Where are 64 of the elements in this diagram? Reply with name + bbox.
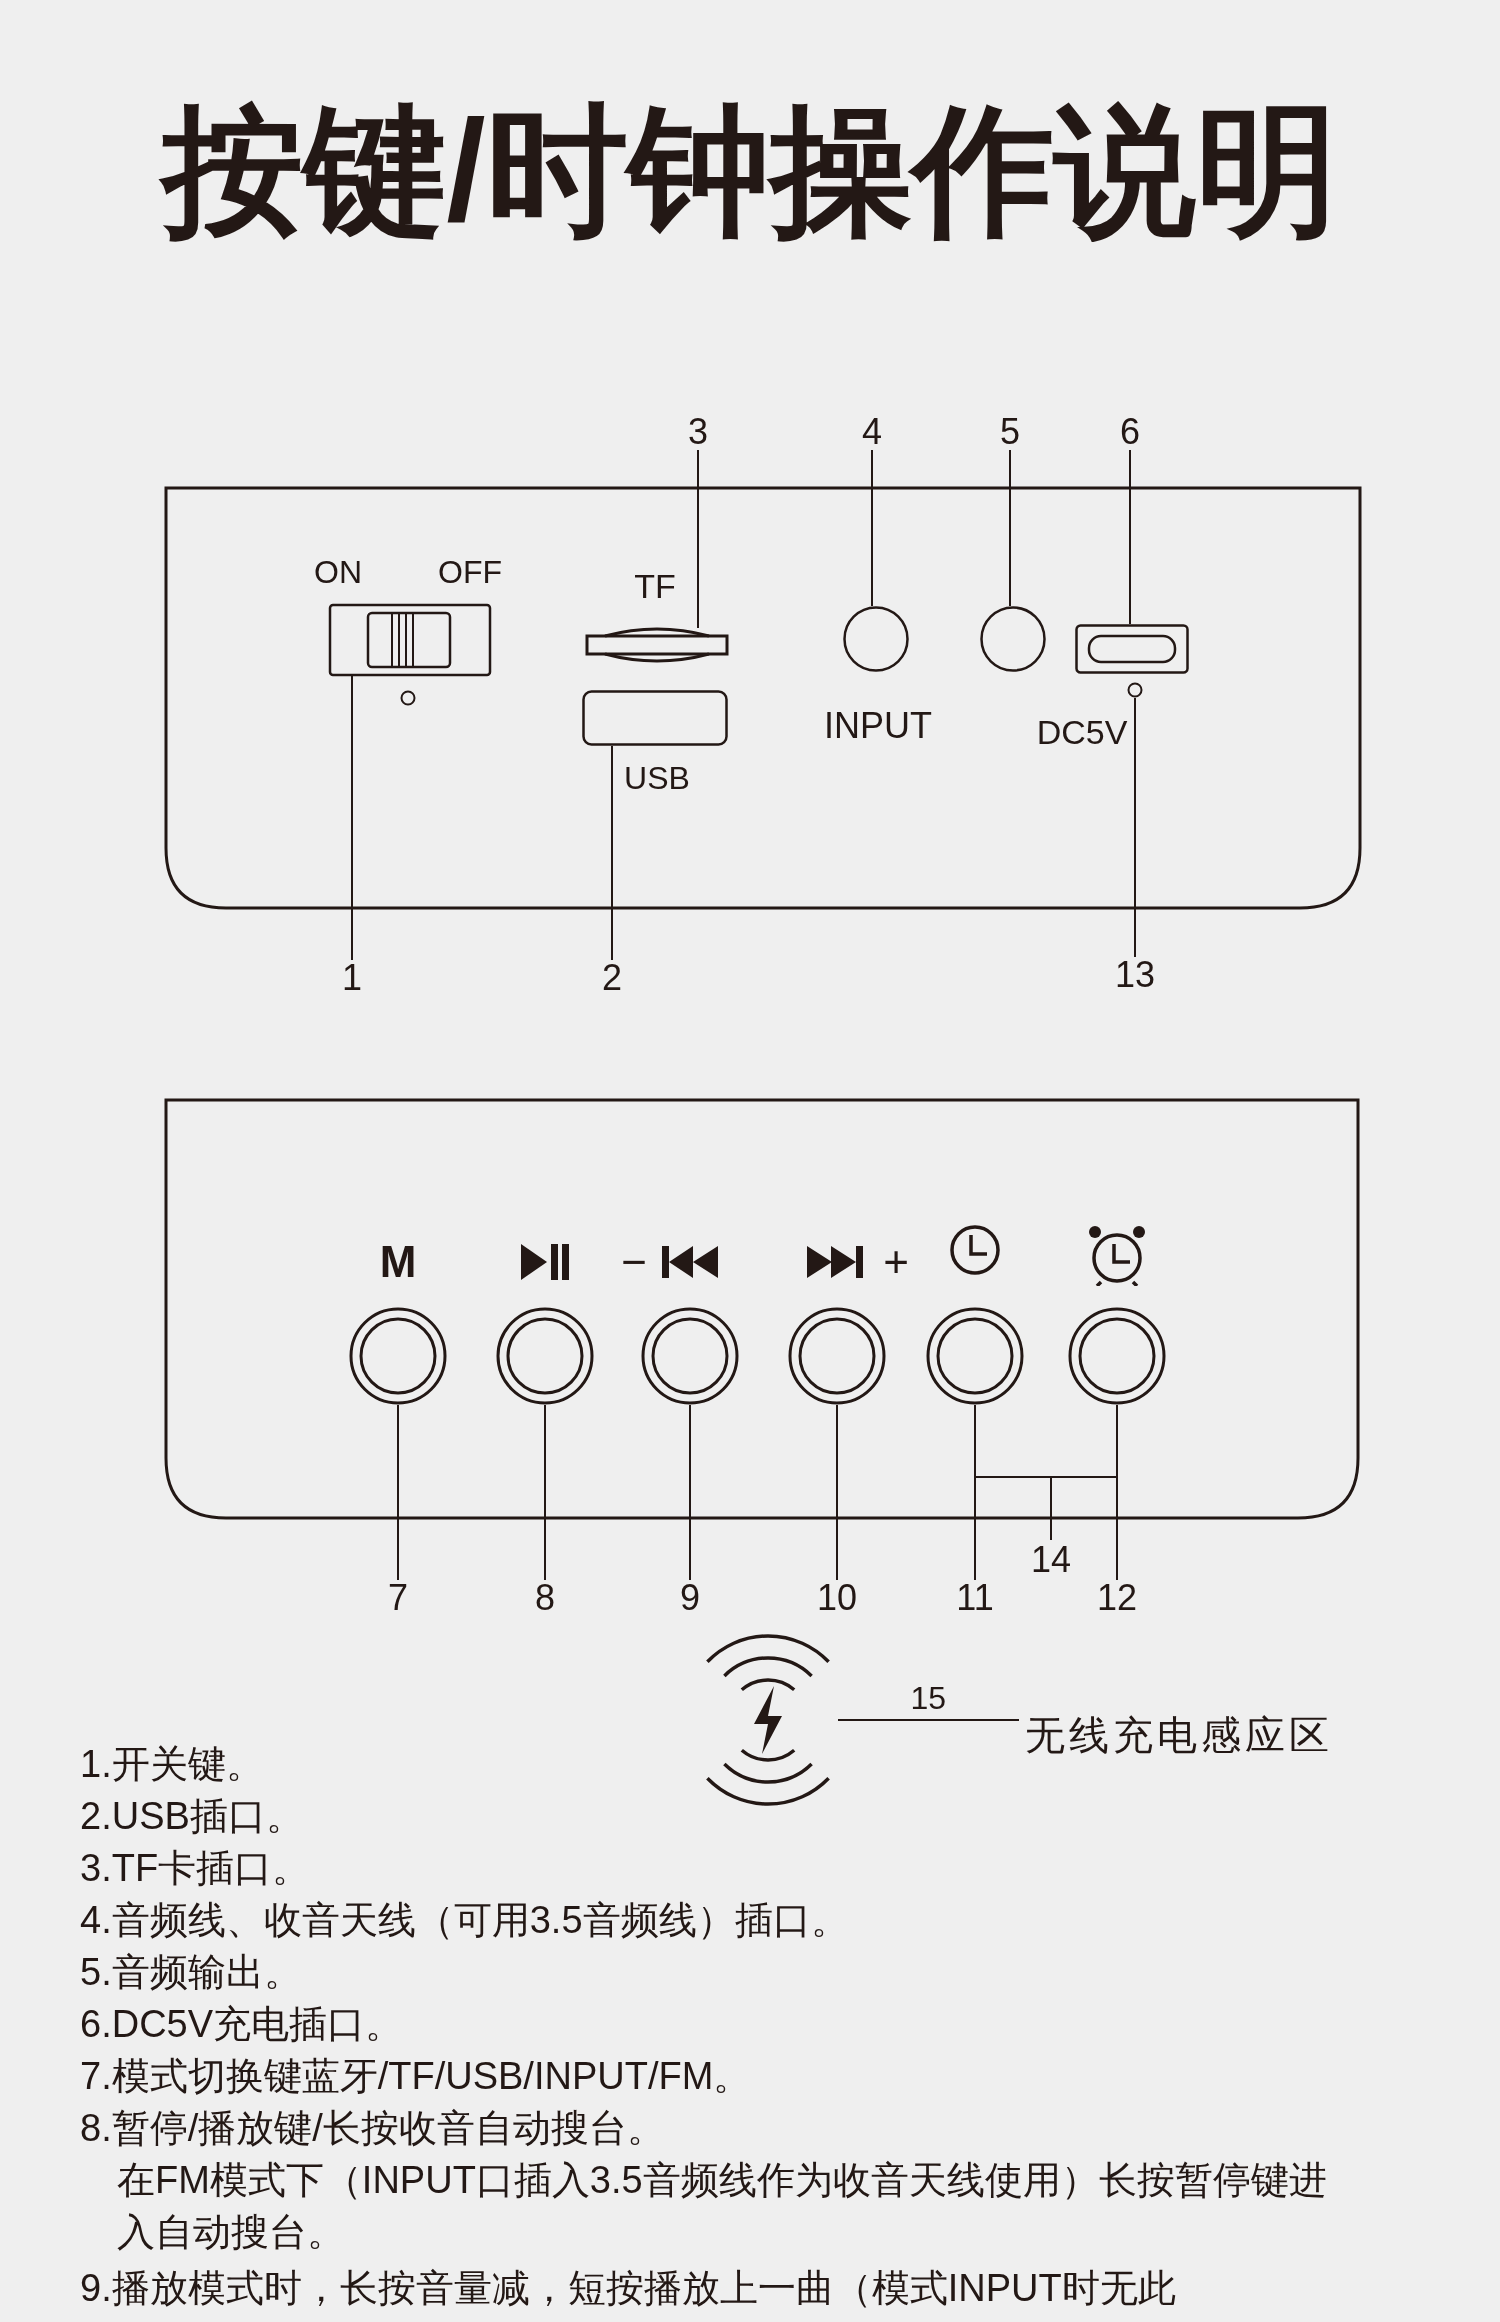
callout-number: 3 (678, 412, 718, 452)
switch-label: OFF (438, 556, 502, 588)
usb-port (582, 690, 728, 746)
switch-label: ON (314, 556, 362, 588)
leader-line (1134, 697, 1136, 958)
instruction-text: 5.音频输出。 (80, 1950, 302, 1995)
leader-line (1050, 1404, 1118, 1541)
device-panel (166, 488, 1360, 908)
title: 按键/时钟操作说明 (0, 100, 1500, 242)
leader-line (544, 1404, 546, 1581)
instruction-text: 8.暂停/播放键/长按收音自动搜台。 (80, 2106, 665, 2151)
card-slot (585, 628, 729, 662)
button-label: M (379, 1240, 417, 1284)
round-button (926, 1307, 1024, 1405)
callout-number: 14 (1026, 1540, 1076, 1580)
round-button (496, 1307, 594, 1405)
leader-line (351, 674, 353, 961)
callout-number: 7 (378, 1578, 418, 1618)
round-button (788, 1307, 886, 1405)
slide-switch (330, 605, 490, 675)
slot-label: TF (634, 569, 676, 603)
callout-number: 1 (332, 958, 372, 998)
minus-sign: − (621, 1240, 647, 1284)
port-label: DC5V (1036, 715, 1128, 749)
callout-number: 4 (852, 412, 892, 452)
callout-number: 12 (1087, 1578, 1147, 1618)
round-button (1068, 1307, 1166, 1405)
zone-label: 无线充电感应区 (1025, 1712, 1365, 1758)
port-label: INPUT (824, 708, 932, 744)
instruction-text: 9.播放模式时，长按音量减，短按播放上一曲（模式INPUT时无此 (80, 2266, 1176, 2311)
leader-line (697, 449, 699, 629)
leader-line (837, 1719, 1020, 1721)
instruction-text: 1.开关键。 (80, 1742, 264, 1787)
leader-line (397, 1404, 399, 1581)
callout-number: 5 (990, 412, 1030, 452)
callout-number: 11 (945, 1578, 1005, 1618)
audio-jack (980, 606, 1046, 672)
round-button (349, 1307, 447, 1405)
leader-line (1129, 449, 1131, 625)
plus-sign: + (883, 1240, 909, 1284)
leader-line (871, 449, 873, 607)
leader-line (1009, 449, 1011, 607)
round-button (641, 1307, 739, 1405)
callout-number: 13 (1110, 955, 1160, 995)
callout-number: 2 (592, 958, 632, 998)
port-label: USB (624, 762, 690, 794)
charging-port (1075, 624, 1189, 674)
leader-line (689, 1404, 691, 1581)
device-panel (166, 1100, 1358, 1518)
instruction-text: 6.DC5V充电插口。 (80, 2002, 404, 2047)
leader-line (836, 1404, 838, 1581)
callout-number: 8 (525, 1578, 565, 1618)
instruction-text: 在FM模式下（INPUT口插入3.5音频线作为收音天线使用）长按暂停键进入自动搜台。 (117, 2158, 1328, 2255)
instruction-text: 4.音频线、收音天线（可用3.5音频线）插口。 (80, 1898, 849, 1943)
instruction-text: 2.USB插口。 (80, 1794, 304, 1839)
callout-number: 10 (807, 1578, 867, 1618)
callout-number: 9 (670, 1578, 710, 1618)
instruction-text: 3.TF卡插口。 (80, 1846, 311, 1891)
leader-line (611, 745, 613, 961)
indicator-light (1127, 682, 1143, 698)
callout-number: 6 (1110, 412, 1150, 452)
audio-jack (843, 606, 909, 672)
edge-label: 15 (909, 1682, 948, 1714)
instruction-text: 7.模式切换键蓝牙/TF/USB/INPUT/FM。 (80, 2054, 752, 2099)
